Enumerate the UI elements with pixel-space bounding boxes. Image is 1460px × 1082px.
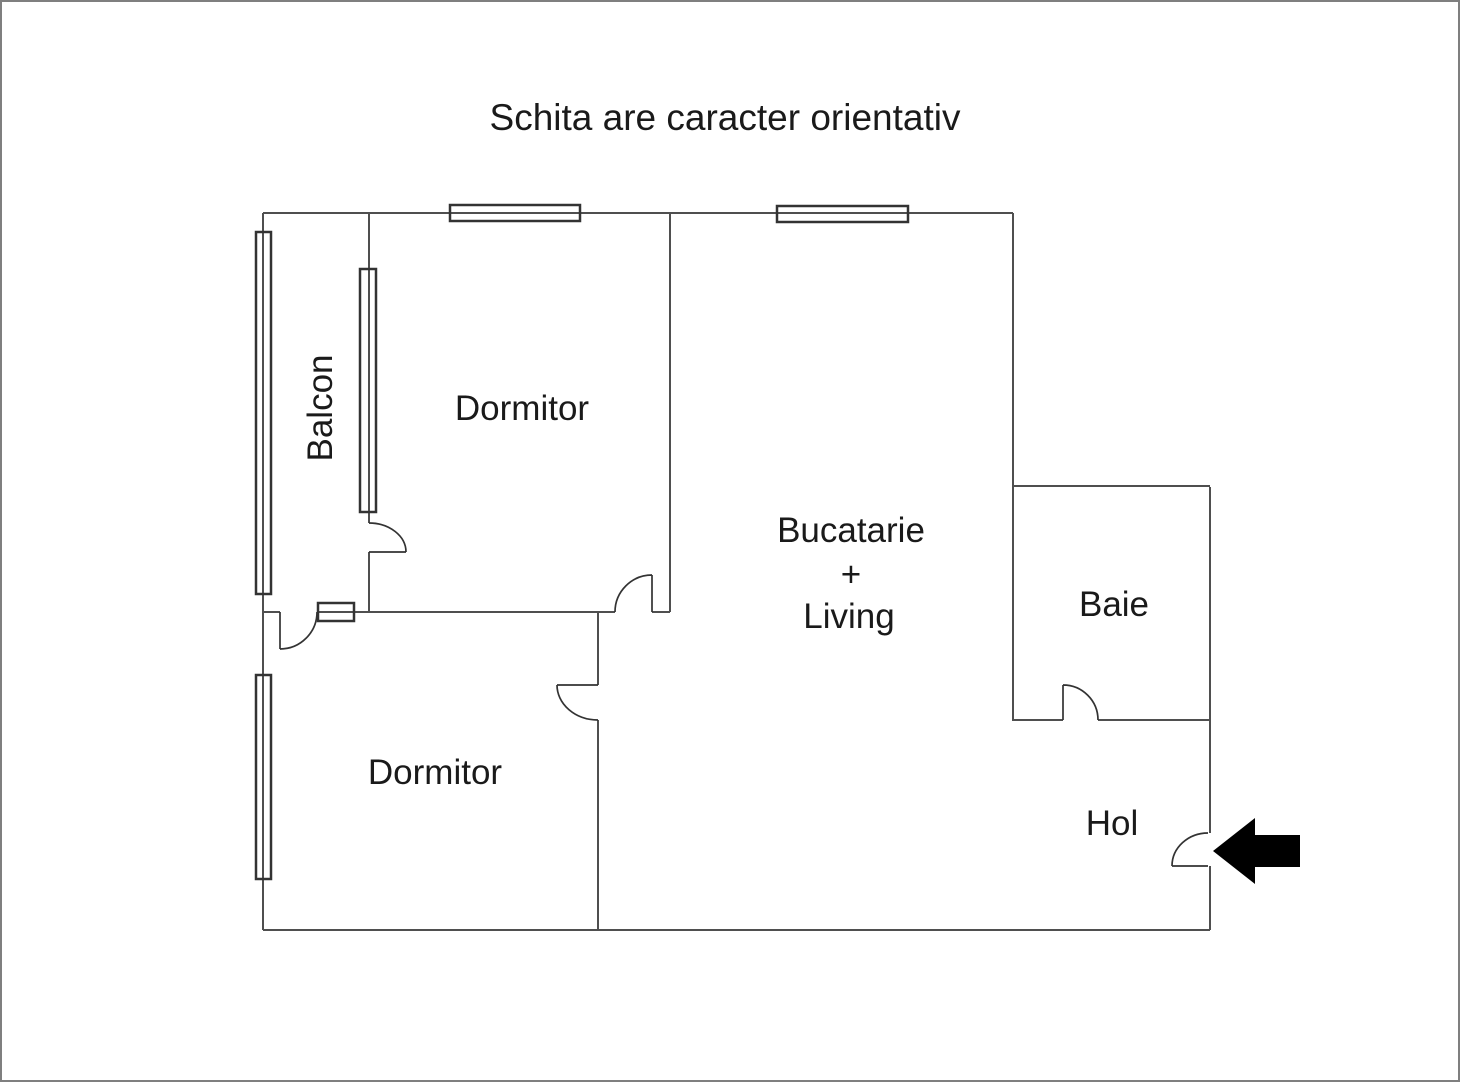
window-balcon-outer: [254, 230, 273, 596]
door-entrance: [1171, 832, 1209, 867]
room-label-dormitor-top: Dormitor: [455, 389, 590, 428]
entrance-arrow-icon: [1213, 818, 1300, 884]
room-label-balcon: Balcon: [301, 354, 340, 461]
door-dormitor-bottom-right: [556, 684, 599, 721]
door-baie: [1062, 684, 1099, 721]
room-label-baie: Baie: [1079, 585, 1149, 624]
room-label-plus: +: [841, 555, 861, 594]
door-dormitor-top: [614, 574, 653, 613]
door-balcon: [368, 522, 407, 553]
room-label-living: Living: [803, 597, 894, 636]
door-dormitor-bottom-entry: [279, 611, 318, 650]
plan-title: Schita are caracter orientativ: [490, 97, 961, 138]
window-dormitor-top: [448, 203, 582, 223]
window-balcon-inner: [358, 267, 378, 514]
room-label-dormitor-bottom: Dormitor: [368, 753, 503, 792]
window-living-top: [775, 204, 910, 224]
room-label-bucatarie: Bucatarie: [777, 511, 925, 550]
window-mid-small: [316, 601, 356, 623]
window-dormitor-left: [254, 673, 273, 881]
room-label-hol: Hol: [1086, 804, 1139, 843]
